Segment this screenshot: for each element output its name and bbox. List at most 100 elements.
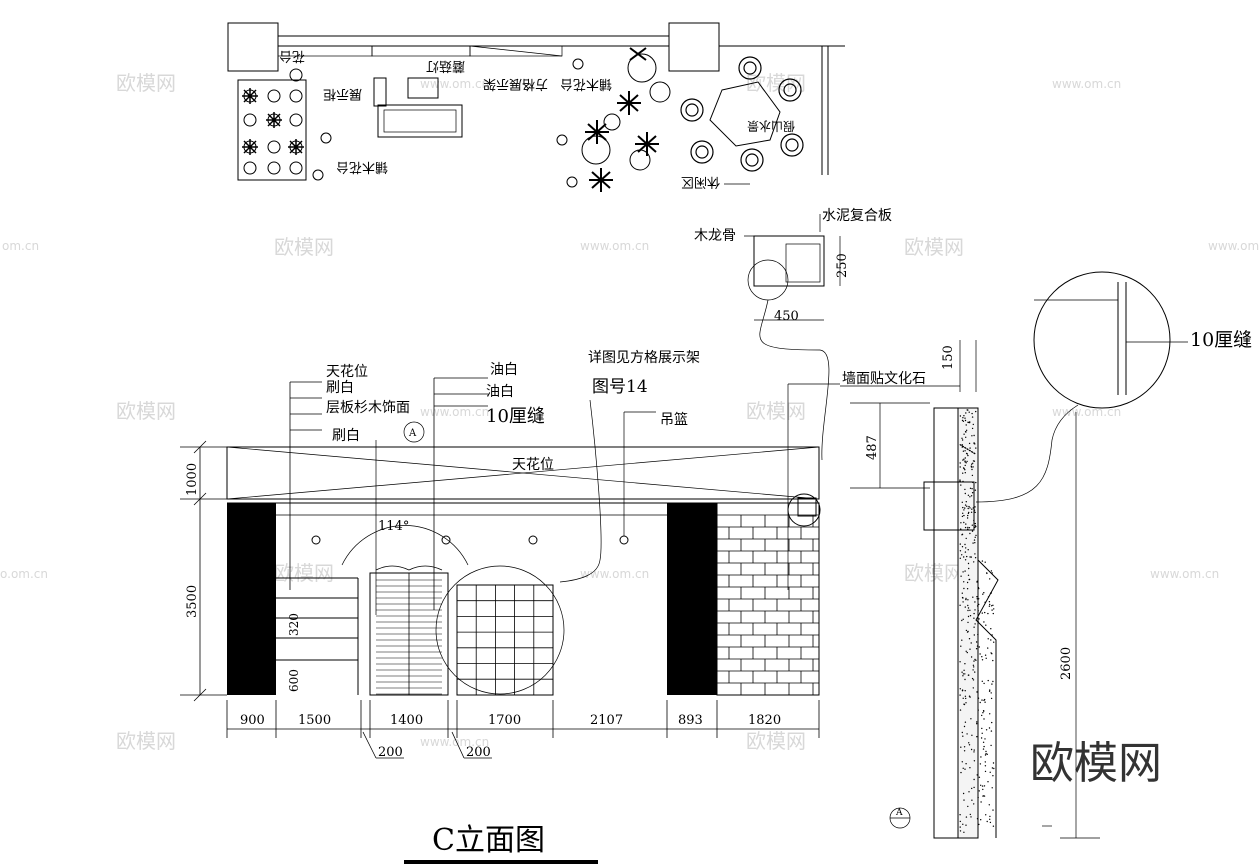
detail-label-keel: 木龙骨 — [694, 228, 736, 244]
title-underline — [404, 860, 598, 864]
plan-stool — [566, 176, 578, 188]
elev-small-box — [797, 497, 817, 517]
elev-angle: 114° — [378, 519, 409, 534]
watermark-site: www.om.cn — [420, 77, 489, 91]
plan-label-rest-area: 休闲区 — [681, 174, 720, 189]
plan-label-shelf-right: 铺木花台 — [560, 76, 612, 92]
watermark-site-left: o.om.cn — [0, 567, 48, 581]
plan-counter-inner — [383, 109, 457, 133]
elev-dim-3500: 3500 — [185, 585, 200, 618]
plan-rockery — [709, 81, 781, 147]
elev-leader-oil-1: 油白 — [490, 362, 518, 378]
watermark-brand: 欧模网 — [116, 71, 176, 95]
elev-grid-cells — [457, 585, 553, 695]
elev-section-mark — [403, 421, 425, 443]
elev-door-ornament — [375, 565, 443, 571]
plan-shelf-strip — [469, 45, 563, 57]
plan-stool — [556, 134, 568, 146]
section-board — [933, 407, 959, 839]
section-magnifier — [1033, 271, 1171, 409]
plan-label-plant-left: 花台 — [279, 48, 305, 64]
section-dim-150: 150 — [941, 345, 956, 370]
plan-stool — [572, 58, 584, 70]
section-wall-profile — [975, 408, 999, 838]
watermark-site: www.om.cn — [1150, 567, 1219, 581]
elev-gap-2: 200 — [466, 745, 491, 760]
watermark-site: www.om.cn — [580, 567, 649, 581]
elev-basket-label: 吊篮 — [660, 412, 688, 428]
elev-leader-white-1: 刷白 — [326, 380, 354, 396]
plan-counter — [377, 104, 463, 138]
elev-gap-1: 200 — [378, 745, 403, 760]
watermark-site: www.om.cn — [1052, 77, 1121, 91]
detail-dim-w: 450 — [774, 309, 799, 324]
elev-note-fig: 图号14 — [592, 377, 648, 397]
elev-ceiling — [226, 446, 820, 500]
section-view: 墙面贴文化石 150 487 10厘缝 2600 A — [840, 271, 1252, 839]
watermark-brand: 欧模网 — [116, 729, 176, 753]
plan-planter-box — [237, 79, 307, 181]
elev-shelves — [276, 577, 359, 695]
elevation: 天花位 320 600 114° — [180, 350, 840, 760]
elev-bricks — [716, 514, 819, 695]
plan-shelf-strip — [371, 45, 471, 57]
watermarks: 欧模网 欧模网 欧模网 欧模网 欧模网 欧模网 欧模网 欧模网 欧模网 欧模网 … — [0, 71, 1259, 789]
plan-rocks — [680, 56, 804, 172]
section-connector — [975, 404, 1079, 503]
section-detail-box — [923, 481, 975, 531]
plan-label-planter-low: 铺木花台 — [336, 159, 388, 175]
plan-label-cabinet: 展示柜 — [323, 86, 362, 101]
elev-section-letter: A — [408, 428, 417, 439]
plan-column-left — [227, 22, 279, 72]
elev-dim-1000: 1000 — [185, 463, 200, 496]
elev-leader-white-2: 刷白 — [332, 428, 360, 444]
elev-grid-shelf — [456, 584, 554, 696]
plan-garden — [581, 53, 671, 171]
detail-label-board: 水泥复合板 — [822, 207, 892, 224]
elev-grid-magnifier — [435, 565, 565, 695]
watermark-brand: 欧模网 — [274, 561, 334, 585]
plan-diagonal — [469, 45, 563, 57]
plan-label-rockery: 假山水景 — [747, 119, 795, 133]
watermark-brand-large: 欧模网 — [1030, 738, 1162, 789]
elev-note-leader — [559, 399, 602, 583]
elev-vertical-dims — [180, 440, 227, 702]
watermark-brand: 欧模网 — [904, 235, 964, 259]
elev-ceiling-cross — [226, 446, 820, 500]
watermark-brand: 欧模网 — [746, 729, 806, 753]
elev-width-5: 2107 — [590, 713, 623, 728]
plan-label-lamp: 蘑菇灯 — [426, 58, 465, 73]
elev-door-slats — [376, 573, 442, 695]
plan-view: 花台 展示柜 蘑菇灯 方格展示架 铺木花台 铺木花台 — [227, 22, 845, 192]
elev-column-left — [227, 503, 276, 695]
plan-stool — [312, 169, 324, 181]
elev-width-1: 900 — [240, 713, 265, 728]
box-detail: 木龙骨 水泥复合板 250 450 — [694, 207, 892, 461]
plan-label-shelf-left: 方格展示架 — [483, 76, 548, 92]
elev-width-6: 893 — [678, 713, 703, 728]
detail-connector — [759, 299, 830, 461]
elev-column-mid — [667, 503, 717, 695]
drawing-title: C立面图 — [432, 823, 545, 858]
elev-leader-oil-2: 油白 — [486, 384, 514, 400]
watermark-brand: 欧模网 — [274, 235, 334, 259]
elev-ceiling-label: 天花位 — [512, 457, 554, 473]
section-dim-2600: 2600 — [1059, 647, 1074, 680]
elev-dim-320: 320 — [287, 613, 301, 636]
plan-garden-dark — [585, 47, 659, 192]
elev-note-detail: 详图见方格展示架 — [588, 350, 700, 366]
section-wall-note: 墙面贴文化石 — [842, 371, 926, 387]
watermark-site: www.om.cn — [420, 735, 489, 749]
plan-chair — [373, 77, 387, 107]
watermark-site: www.om.cn — [1208, 239, 1259, 253]
plan-column-right — [668, 22, 720, 72]
section-stipple — [959, 409, 995, 833]
watermark-site: www.om.cn — [580, 239, 649, 253]
plan-plant-stars — [242, 88, 304, 155]
section-mark-letter: A — [895, 808, 903, 818]
section-dim-487: 487 — [865, 435, 880, 460]
watermark-site: www.om.cn — [1052, 405, 1121, 419]
elev-door-arc — [341, 525, 469, 566]
elev-leaders-left — [289, 381, 322, 590]
